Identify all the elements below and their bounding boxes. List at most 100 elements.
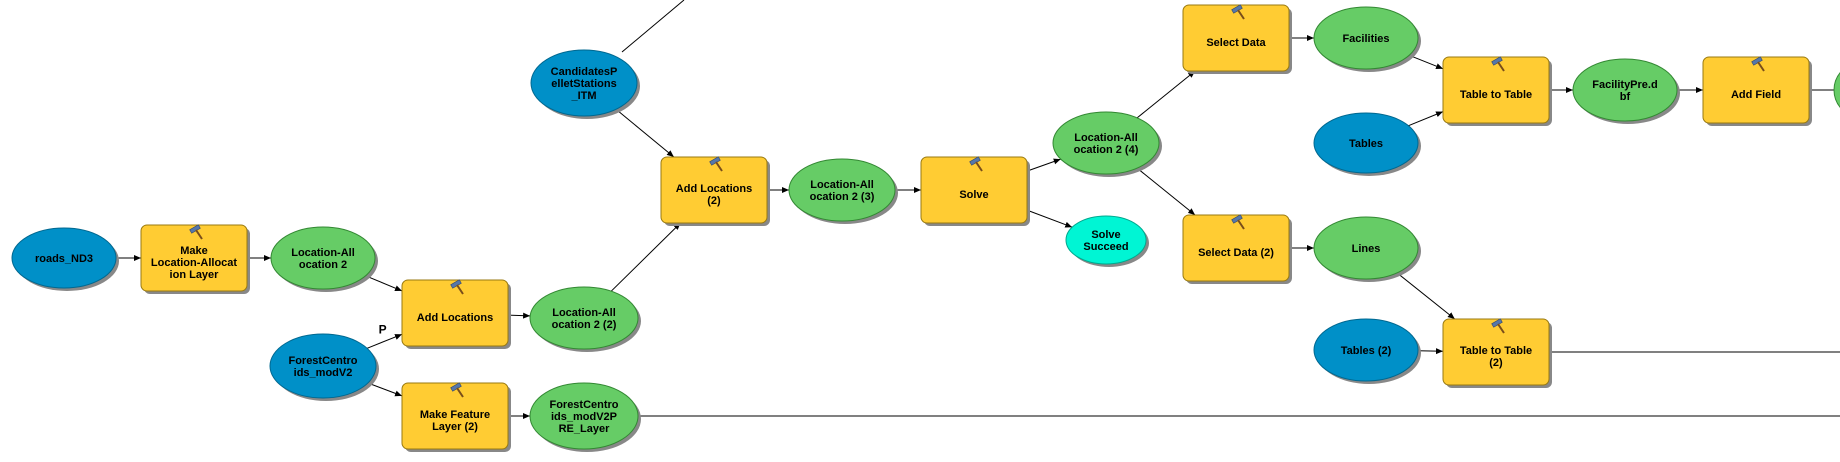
tool-box	[1702, 56, 1810, 124]
connector-candidates-to-add_locations2[interactable]	[615, 108, 675, 158]
node-label-line: Tables	[1349, 138, 1383, 150]
derived-data-ellipse	[529, 382, 639, 450]
tool-box	[1182, 4, 1290, 72]
hammer-icon	[1231, 214, 1245, 230]
node-label-line: Succeed	[1083, 241, 1128, 253]
hammer-icon	[189, 224, 203, 240]
node-label-line: ocation 2	[299, 259, 347, 271]
tool-box	[140, 224, 248, 292]
connector-lines-to-table_to_table2[interactable]	[1396, 272, 1456, 320]
node-label-line: ocation 2 (3)	[810, 191, 875, 203]
tool-box	[1182, 214, 1290, 282]
hammer-icon	[1231, 4, 1245, 20]
connector-la2_2-to-add_locations2[interactable]	[610, 222, 681, 292]
node-facilities[interactable]: Facilities	[1313, 6, 1421, 72]
derived-data-ellipse	[1065, 215, 1147, 265]
derived-data-ellipse	[1572, 58, 1678, 122]
node-solve[interactable]: Solve	[920, 156, 1030, 226]
hammer-icon	[969, 156, 983, 172]
input-data-ellipse	[269, 333, 377, 399]
derived-data-ellipse	[788, 158, 896, 222]
node-label-line: Location-All	[552, 307, 616, 319]
node-lines[interactable]: Lines	[1313, 216, 1421, 282]
node-label-line: (2)	[1489, 357, 1503, 369]
node-label-line: Location-All	[291, 247, 355, 259]
node-label-line: RE_Layer	[559, 423, 610, 435]
tool-box	[660, 156, 768, 224]
candidates-offscreen-connector	[621, 0, 685, 53]
node-tables2[interactable]: Tables (2)	[1313, 318, 1421, 384]
derived-data-ellipse	[1313, 6, 1419, 70]
hammer-icon	[709, 156, 723, 172]
connector-add_locations-to-la2_2[interactable]	[507, 312, 531, 319]
node-add_locations[interactable]: Add Locations	[401, 279, 511, 349]
node-label-line: Facilities	[1342, 33, 1389, 45]
connector-forest_centroids-to-make_feature_layer2[interactable]	[367, 382, 403, 397]
node-table_to_table[interactable]: Table to Table	[1442, 56, 1552, 126]
node-label-line: ids_modV2	[294, 367, 353, 379]
parameter-pin-label: P	[379, 322, 387, 336]
node-label-line: ion Layer	[170, 269, 220, 281]
node-add_field[interactable]: Add Field	[1702, 56, 1812, 126]
node-label-line: Location-Allocat	[151, 257, 238, 269]
connector-forest_centroids-to-add_locations[interactable]	[366, 333, 403, 349]
connector-solve-to-la2_4[interactable]	[1026, 158, 1061, 172]
node-label-line: ForestCentro	[549, 399, 618, 411]
node-label-line: Select Data (2)	[1198, 247, 1274, 259]
input-data-ellipse	[11, 227, 117, 289]
node-roads_nd3[interactable]: roads_ND3	[11, 227, 119, 291]
input-data-ellipse	[530, 49, 638, 117]
node-label-line: ForestCentro	[288, 355, 357, 367]
hammer-icon	[450, 382, 464, 398]
derived-data-ellipse	[1052, 111, 1160, 175]
node-label-line: ocation 2 (4)	[1074, 144, 1139, 156]
connector-la2-to-add_locations[interactable]	[365, 275, 403, 292]
node-label-line: _ITM	[570, 90, 596, 102]
hammer-icon	[450, 279, 464, 295]
tool-box	[401, 279, 509, 347]
node-label-line: elletStations	[551, 78, 616, 90]
derived-data-ellipse	[270, 226, 376, 290]
node-tables[interactable]: Tables	[1313, 112, 1421, 176]
node-label-line: Add Locations	[676, 183, 752, 195]
node-label-line: Location-All	[810, 179, 874, 191]
tool-box	[1442, 56, 1550, 124]
derived-data-ellipse	[1313, 216, 1419, 280]
offscreen-connectors-layer	[621, 0, 1840, 417]
connector-facilities-to-table_to_table[interactable]	[1409, 54, 1444, 70]
node-facility_pre_dbf[interactable]: FacilityPre.dbf	[1572, 58, 1680, 124]
node-label-line: Select Data	[1206, 37, 1266, 49]
node-table_to_table2[interactable]: Table to Table(2)	[1442, 318, 1552, 388]
tool-box	[1442, 318, 1550, 386]
node-label-line: Solve	[959, 189, 988, 201]
connector-solve-to-solve_succeed[interactable]	[1026, 209, 1073, 228]
connector-la2_4-to-select_data2[interactable]	[1136, 167, 1196, 216]
hammer-icon	[1491, 318, 1505, 334]
connector-tables-to-table_to_table[interactable]	[1408, 111, 1444, 127]
node-select_data2[interactable]: Select Data (2)	[1182, 214, 1292, 284]
tool-box	[920, 156, 1028, 224]
connector-la2_4-to-select_data[interactable]	[1136, 70, 1196, 119]
input-data-ellipse	[1313, 112, 1419, 174]
hammer-icon	[1751, 56, 1765, 72]
input-data-ellipse	[1313, 318, 1419, 382]
node-label-line: FacilityPre.d	[1592, 79, 1657, 91]
node-add_locations2[interactable]: Add Locations(2)	[660, 156, 770, 226]
node-label-line: Add Field	[1731, 89, 1781, 101]
offscreen-derived-data-node	[1833, 72, 1840, 108]
tool-box	[401, 382, 509, 450]
node-label-line: roads_ND3	[35, 253, 93, 265]
node-select_data[interactable]: Select Data	[1182, 4, 1292, 74]
